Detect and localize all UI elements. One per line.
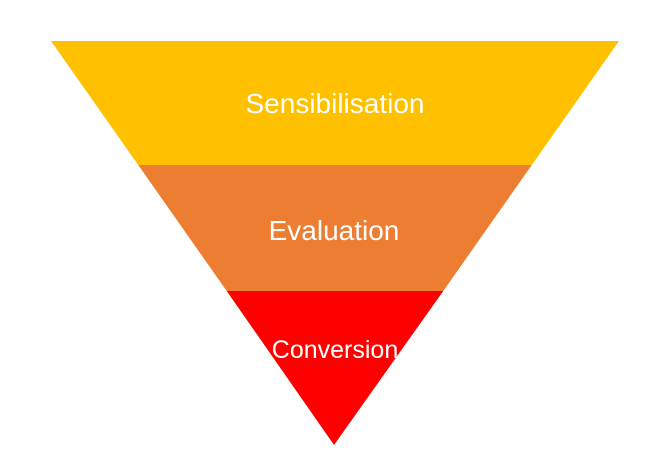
stage-label-sensibilisation: Sensibilisation	[246, 88, 425, 119]
funnel-stage-evaluation	[138, 165, 532, 291]
stage-label-evaluation: Evaluation	[269, 215, 400, 246]
funnel-stage-sensibilisation	[51, 41, 619, 165]
funnel-stage-conversion	[226, 291, 444, 445]
stage-label-conversion: Conversion	[272, 336, 398, 364]
